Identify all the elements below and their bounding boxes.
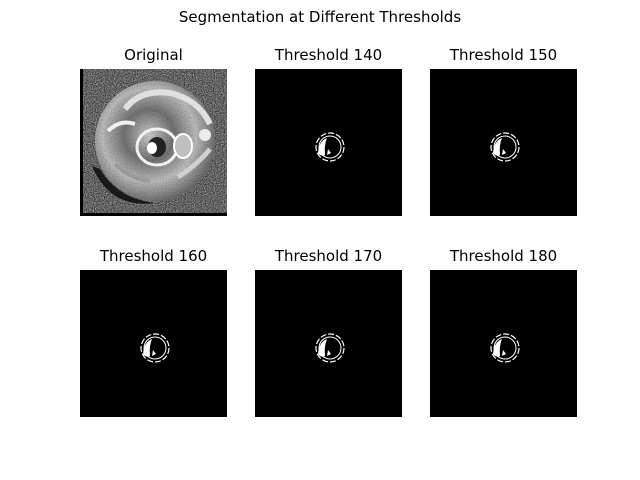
- panel-title-threshold-150: Threshold 150: [449, 46, 558, 64]
- panel-threshold-140-mask: [255, 69, 402, 216]
- panel-threshold-160-mask: [80, 270, 227, 417]
- threshold-160-mask-image: [80, 270, 227, 417]
- panel-title-original: Original: [124, 46, 183, 64]
- threshold-150-mask-image: [430, 69, 577, 216]
- panel-title-threshold-160: Threshold 160: [99, 247, 208, 265]
- panel-threshold-150-mask: [430, 69, 577, 216]
- panel-threshold-180-mask: [430, 270, 577, 417]
- panel-title-threshold-180: Threshold 180: [449, 247, 558, 265]
- panel-title-threshold-140: Threshold 140: [274, 46, 383, 64]
- panel-title-threshold-170: Threshold 170: [274, 247, 383, 265]
- panel-threshold-170-mask: [255, 270, 402, 417]
- threshold-140-mask-image: [255, 69, 402, 216]
- original-mri-image: [80, 69, 227, 216]
- panel-original-image: [80, 69, 227, 216]
- threshold-170-mask-image: [255, 270, 402, 417]
- threshold-180-mask-image: [430, 270, 577, 417]
- figure-title: Segmentation at Different Thresholds: [178, 8, 462, 26]
